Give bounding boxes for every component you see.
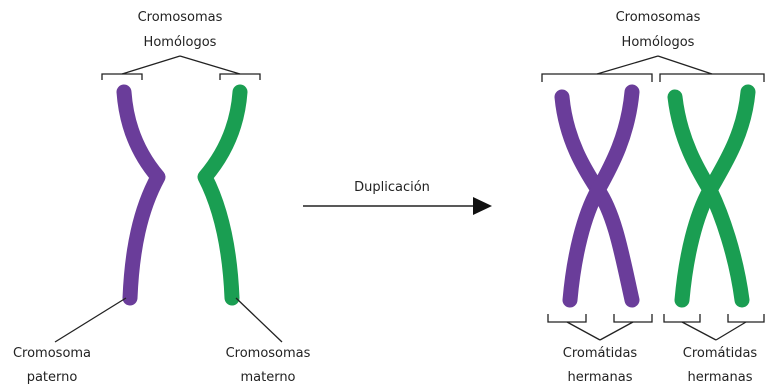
sister-chromatids-right-line2: hermanas xyxy=(688,370,753,386)
sister-chromatids-left-line1: Cromátidas xyxy=(563,346,637,362)
maternal-duplicated-chromosome xyxy=(675,92,748,300)
homologous-label-right-line2: Homólogos xyxy=(622,35,695,51)
paternal-label-line1: Cromosoma xyxy=(13,346,91,362)
paternal-label-line2: paterno xyxy=(27,370,78,386)
sister-chromatids-left-line2: hermanas xyxy=(568,370,633,386)
homologous-label-right-line1: Cromosomas xyxy=(616,10,701,26)
homologous-brackets-left xyxy=(102,56,260,80)
maternal-label-line2: materno xyxy=(240,370,295,386)
maternal-pointer-line xyxy=(236,298,282,342)
sister-chromatid-brackets xyxy=(548,314,764,340)
maternal-label-line1: Cromosomas xyxy=(226,346,311,362)
duplication-label: Duplicación xyxy=(354,180,430,196)
paternal-chromosome xyxy=(124,92,158,298)
homologous-label-left-line2: Homólogos xyxy=(144,35,217,51)
homologous-label-left-line1: Cromosomas xyxy=(138,10,223,26)
duplication-arrow xyxy=(303,197,492,215)
homologous-brackets-right xyxy=(542,56,764,82)
maternal-chromosome xyxy=(205,92,240,298)
sister-chromatids-right-line1: Cromátidas xyxy=(683,346,757,362)
paternal-duplicated-chromosome xyxy=(562,92,632,300)
paternal-pointer-line xyxy=(55,298,126,342)
